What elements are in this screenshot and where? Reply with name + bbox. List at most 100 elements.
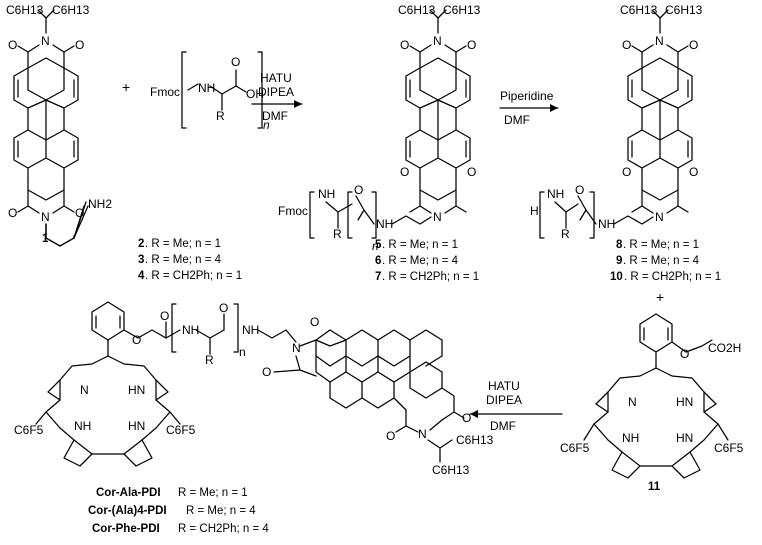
final-chain-2: C6H13 bbox=[432, 463, 470, 477]
compound-11-o: O bbox=[680, 347, 689, 361]
compound-1-chain-left: C6H13 bbox=[6, 3, 44, 17]
compound-1-o4: O bbox=[75, 206, 84, 220]
final-carbonyl-o-2: O bbox=[219, 301, 228, 315]
o-5c: O bbox=[400, 165, 409, 179]
final-c6f5-left: C6F5 bbox=[14, 423, 44, 437]
final-imide-o-1: O bbox=[310, 315, 319, 329]
chain-right-8: C6H13 bbox=[665, 3, 703, 17]
plus-sign-2: + bbox=[656, 289, 664, 305]
terminal-h-8: H bbox=[530, 204, 539, 218]
fmoc-product-number: 6 bbox=[375, 255, 381, 267]
final-ether-o: O bbox=[132, 333, 141, 347]
amine-product-desc: . R = Me; n = 4 bbox=[623, 255, 700, 267]
fmoc-product-labels: 5 . R = Me; n = 1 6 . R = Me; n = 4 7 . … bbox=[375, 239, 479, 283]
final-product-desc: R = CH2Ph; n = 4 bbox=[178, 523, 269, 535]
compound-11-c6f5-left: C6F5 bbox=[560, 441, 590, 455]
reaction-arrow-2: Piperidine DMF bbox=[499, 89, 559, 127]
step-3-reagent: DIPEA bbox=[486, 393, 522, 407]
o-8b: O bbox=[689, 38, 698, 52]
chain-left-5: C6H13 bbox=[398, 3, 436, 17]
compound-11-n: N bbox=[628, 395, 637, 409]
final-alpha-nh: NH bbox=[182, 323, 199, 337]
final-product-desc: R = Me; n = 4 bbox=[186, 505, 256, 517]
chain-left-8: C6H13 bbox=[620, 3, 658, 17]
compound-1-o2: O bbox=[75, 38, 84, 52]
amino-acid-o: O bbox=[231, 55, 240, 69]
final-amide-nh: NH bbox=[242, 323, 259, 337]
final-imide-n-2: N bbox=[418, 427, 427, 441]
fmoc-label-5: Fmoc bbox=[278, 204, 308, 218]
reaction-arrow-1: HATU DIPEA DMF bbox=[251, 71, 303, 123]
o-8d: O bbox=[689, 165, 698, 179]
final-corrole-hn-1: HN bbox=[128, 383, 145, 397]
amino-acid-n-subscript: n bbox=[263, 118, 270, 132]
compound-1-structure: C6H13 C6H13 N O O bbox=[6, 3, 112, 247]
amino-acid-desc: . R = Me; n = 1 bbox=[145, 238, 221, 250]
amino-acid-number: 2 bbox=[138, 238, 144, 250]
step-2-reagent: DMF bbox=[504, 113, 530, 127]
step-1-reagent: DMF bbox=[262, 109, 288, 123]
final-carbonyl-o-1: O bbox=[160, 309, 169, 323]
amine-peptide-pdi-structure: C6H13 C6H13 N O O O O bbox=[530, 3, 703, 241]
compound-11-nh-left: NH bbox=[622, 431, 639, 445]
reaction-arrow-3: HATU DIPEA DMF bbox=[469, 379, 563, 433]
amine-product-desc: . R = Me; n = 1 bbox=[623, 239, 699, 251]
step-1-reagent: DIPEA bbox=[258, 85, 294, 99]
step-3-reagent: DMF bbox=[490, 419, 516, 433]
final-n-subscript: n bbox=[239, 345, 246, 359]
step-1-reagent: HATU bbox=[260, 71, 292, 85]
amide-nh-5: NH bbox=[376, 217, 393, 231]
amide-nh-8: NH bbox=[598, 217, 615, 231]
imide-n-5b: N bbox=[433, 210, 442, 224]
step-3-reagent: HATU bbox=[488, 379, 520, 393]
amino-acid-desc: . R = Me; n = 4 bbox=[145, 254, 222, 266]
compound-1-o1: O bbox=[8, 38, 17, 52]
final-product-name: Cor-(Ala)4-PDI bbox=[88, 505, 167, 517]
compound-11-structure: O CO2H N HN NH HN C6F5 C6F5 bbox=[560, 313, 744, 479]
compound-11-c6f5-right: C6F5 bbox=[714, 441, 744, 455]
amino-acid-nh: NH bbox=[198, 81, 215, 95]
compound-1-nh2: NH2 bbox=[88, 197, 112, 211]
carbonyl-o-5: O bbox=[354, 183, 363, 197]
fmoc-product-number: 7 bbox=[375, 271, 381, 283]
r-group-5: R bbox=[333, 227, 342, 241]
final-c6f5-right: C6F5 bbox=[166, 423, 196, 437]
compound-11-hn-right: HN bbox=[676, 431, 693, 445]
fmoc-peptide-pdi-structure: C6H13 C6H13 N O O O O bbox=[278, 3, 481, 253]
amino-acid-oh: OH bbox=[246, 87, 264, 101]
n-subscript-5: n bbox=[372, 239, 379, 253]
fmoc-product-desc: . R = Me; n = 4 bbox=[382, 255, 459, 267]
fmoc-product-number: 5 bbox=[375, 239, 382, 251]
o-8a: O bbox=[622, 38, 631, 52]
imide-n-5a: N bbox=[433, 34, 442, 48]
compound-1-chain-right: C6H13 bbox=[52, 3, 90, 17]
alpha-nh-5: NH bbox=[318, 187, 335, 201]
fmoc-product-desc: . R = Me; n = 1 bbox=[382, 239, 458, 251]
amine-product-number: 10 bbox=[610, 271, 623, 283]
compound-1-number: 1 bbox=[42, 233, 49, 245]
o-8c: O bbox=[622, 165, 631, 179]
compound-11-co2h: CO2H bbox=[708, 341, 741, 355]
final-product-structure: O O NH R O n NH N O O bbox=[14, 301, 494, 477]
final-imide-n: N bbox=[292, 341, 301, 355]
fmoc-label-1: Fmoc bbox=[150, 85, 180, 99]
compound-11-number: 11 bbox=[648, 481, 661, 493]
amine-product-number: 9 bbox=[616, 255, 622, 267]
imide-n-8a: N bbox=[655, 34, 664, 48]
final-imide-o-4: O bbox=[386, 429, 395, 443]
amino-acid-number: 4 bbox=[138, 270, 145, 282]
imide-n-8b: N bbox=[655, 210, 664, 224]
o-5d: O bbox=[467, 165, 476, 179]
amino-acid-r: R bbox=[216, 109, 225, 123]
final-corrole-n: N bbox=[80, 383, 89, 397]
alpha-nh-8: NH bbox=[547, 187, 564, 201]
compound-1-o3: O bbox=[8, 206, 17, 220]
final-product-labels: Cor-Ala-PDI R = Me; n = 1 Cor-(Ala)4-PDI… bbox=[88, 487, 269, 535]
amine-product-number: 8 bbox=[616, 239, 623, 251]
final-r-group: R bbox=[205, 353, 214, 367]
fmoc-product-desc: . R = CH2Ph; n = 1 bbox=[382, 271, 479, 283]
amino-acid-number: 3 bbox=[138, 254, 144, 266]
final-product-name: Cor-Phe-PDI bbox=[92, 523, 160, 535]
final-corrole-hn-2: HN bbox=[128, 419, 145, 433]
